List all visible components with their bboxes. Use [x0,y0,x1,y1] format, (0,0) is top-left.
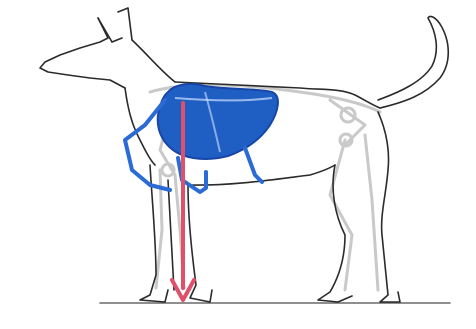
background [0,0,476,329]
dog-harness-illustration [0,0,476,329]
